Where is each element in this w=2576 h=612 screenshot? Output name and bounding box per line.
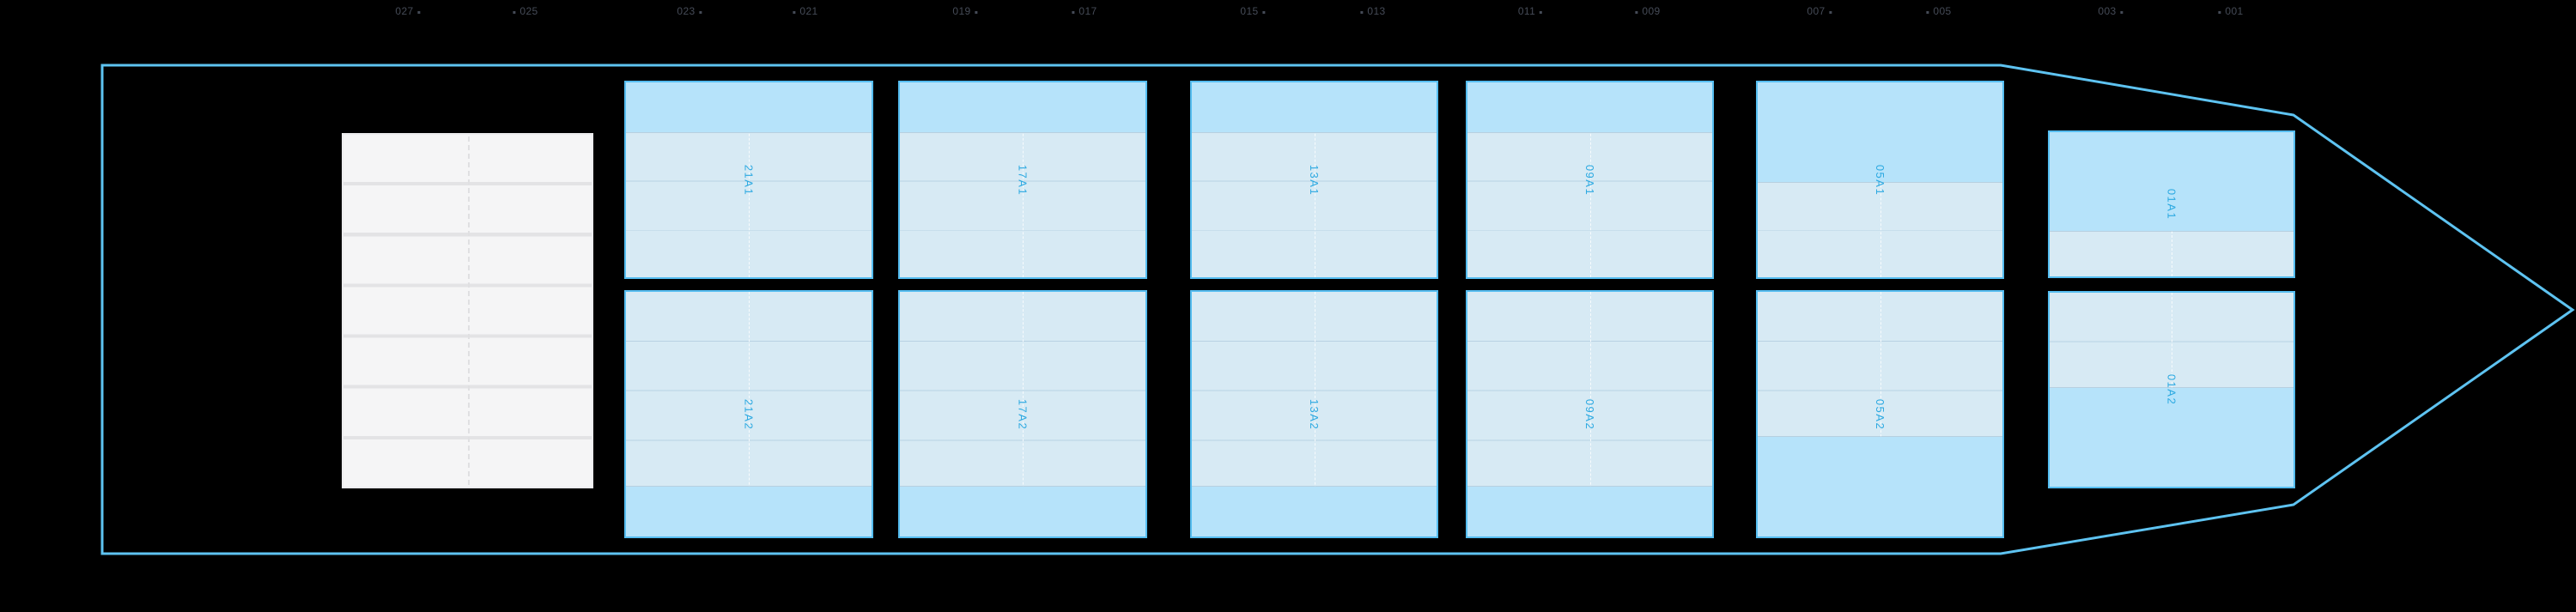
bay-number-label: 021 — [793, 5, 818, 17]
bay-number-ruler: 027 025 023 021 019 017 015 013 011 009 007 005 003 0… — [0, 0, 2576, 24]
bay-number-label: 013 — [1360, 5, 1386, 17]
bay-cell-label: 17A2 — [1016, 398, 1030, 430]
bay-number-label: 027 — [395, 5, 421, 17]
bay-cell-09A2[interactable]: 09A2 — [1466, 290, 1714, 538]
bay-number-label: 007 — [1807, 5, 1832, 17]
bay-cell-13A2[interactable]: 13A2 — [1190, 290, 1438, 538]
bay-cell-01A2[interactable]: 01A2 — [2048, 291, 2295, 488]
bay-cell-01A1[interactable]: 01A1 — [2048, 130, 2295, 278]
bay-cell-label: 13A2 — [1308, 398, 1321, 430]
bay-number-label: 025 — [513, 5, 538, 17]
bay-cell-label: 01A1 — [2165, 188, 2178, 221]
bay-cell-21A2[interactable]: 21A2 — [624, 290, 873, 538]
bay-cell-label: 01A2 — [2165, 373, 2178, 406]
bay-cell-label: 05A1 — [1874, 164, 1886, 196]
bay-number-label: 001 — [2218, 5, 2244, 17]
bay-cell-17A1[interactable]: 17A1 — [898, 81, 1147, 279]
bay-cell-label: 05A2 — [1874, 398, 1886, 430]
bay-number-label: 009 — [1635, 5, 1661, 17]
bay-cell-21A1[interactable]: 21A1 — [624, 81, 873, 279]
bay-cell-05A2[interactable]: 05A2 — [1756, 290, 2004, 538]
bay-number-label: 003 — [2098, 5, 2123, 17]
bay-number-label: 011 — [1517, 5, 1543, 17]
bay-number-label: 023 — [677, 5, 702, 17]
bay-cell-17A2[interactable]: 17A2 — [898, 290, 1147, 538]
hull-polygon — [100, 64, 2575, 555]
bay-cell-09A1[interactable]: 09A1 — [1466, 81, 1714, 279]
bay-cell-13A1[interactable]: 13A1 — [1190, 81, 1438, 279]
bay-cell-label: 21A1 — [742, 164, 756, 196]
bay-cell-label: 13A1 — [1308, 164, 1321, 196]
bay-cell-05A1[interactable]: 05A1 — [1756, 81, 2004, 279]
bay-number-label: 005 — [1926, 5, 1952, 17]
bay-cell-label: 09A2 — [1583, 398, 1596, 430]
bay-number-label: 015 — [1240, 5, 1266, 17]
bay-number-label: 017 — [1072, 5, 1097, 17]
bay-cell-label: 21A2 — [742, 398, 756, 430]
bay-number-label: 019 — [952, 5, 978, 17]
empty-slot-grid[interactable] — [342, 133, 593, 488]
bay-cell-label: 17A1 — [1016, 164, 1030, 196]
bay-cell-label: 09A1 — [1583, 164, 1596, 196]
